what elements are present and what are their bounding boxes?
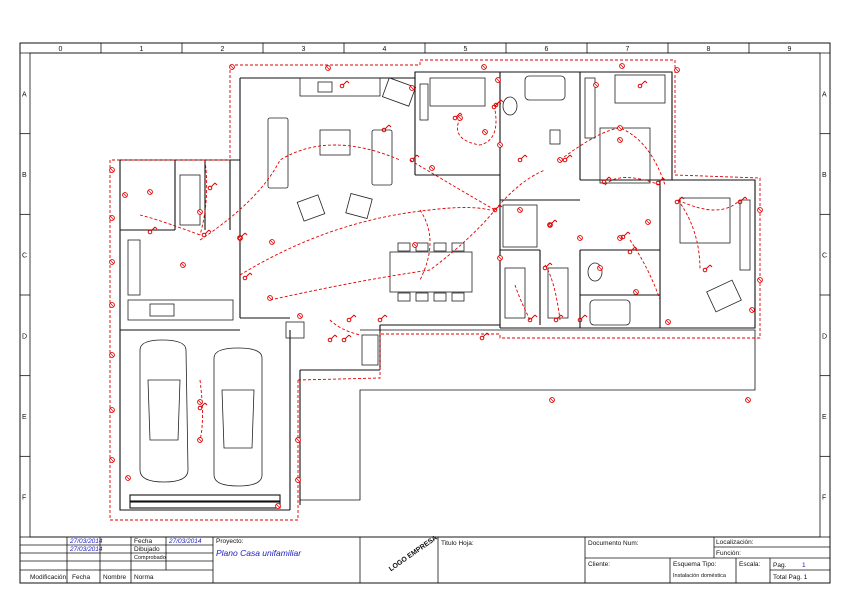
header-modificacion: Modificación	[30, 574, 67, 581]
documento-label: Documento Num:	[588, 540, 639, 547]
switch-icon	[620, 231, 631, 240]
proyecto-label: Proyecto:	[216, 538, 244, 545]
switch-icon	[627, 246, 638, 255]
switch-icon	[327, 334, 338, 343]
rev3-role: Comprobado	[134, 555, 166, 561]
electrical-switches	[147, 80, 748, 411]
header-fecha: Fecha	[72, 574, 90, 581]
furniture	[127, 74, 751, 487]
row-label: E	[22, 414, 27, 421]
switch-icon	[702, 264, 713, 273]
esquema-value: Instalación doméstica	[673, 573, 727, 579]
electrical-wiring	[109, 59, 761, 521]
switch-icon	[517, 154, 528, 163]
switch-icon	[527, 314, 538, 323]
switch-icon	[339, 80, 350, 89]
switch-icon	[562, 154, 573, 163]
switch-icon	[341, 334, 352, 343]
inner-frame	[29, 52, 821, 538]
row-label: A	[822, 91, 827, 98]
column-label: 1	[140, 46, 144, 53]
switch-icon	[674, 196, 685, 205]
switch-icon	[547, 219, 558, 228]
row-label: C	[22, 253, 27, 260]
floor-plan-walls	[119, 71, 756, 511]
titulo-label: Titulo Hoja:	[441, 540, 474, 547]
column-label: 0	[59, 46, 63, 53]
logo: LOGO EMPRESA	[388, 535, 439, 574]
electrical-outlets	[109, 63, 763, 509]
switch-icon	[493, 99, 504, 108]
switch-icon	[201, 229, 212, 238]
header-norma: Norma	[134, 574, 154, 581]
switch-icon	[479, 332, 490, 341]
row-label: D	[22, 333, 27, 340]
column-label: 8	[707, 46, 711, 53]
switch-icon	[147, 226, 158, 235]
switch-icon	[346, 314, 357, 323]
switch-icon	[197, 402, 208, 411]
total-label: Total Pag. 1	[773, 574, 808, 581]
switch-icon	[601, 176, 612, 185]
row-label: B	[22, 172, 27, 179]
switch-icon	[377, 314, 388, 323]
switch-icon	[242, 272, 253, 281]
column-label: 4	[383, 46, 387, 53]
switch-icon	[577, 314, 588, 323]
localizacion-label: Localización:	[716, 539, 754, 546]
title-block	[19, 536, 831, 584]
switch-icon	[207, 182, 218, 191]
column-label: 7	[626, 46, 630, 53]
column-label: 3	[302, 46, 306, 53]
proyecto-value: Plano Casa unifamiliar	[216, 548, 302, 558]
pag-label: Pag.	[773, 562, 787, 569]
switch-icon	[655, 177, 666, 186]
escala-label: Escala:	[739, 561, 761, 568]
esquema-label: Esquema Tipo:	[673, 561, 717, 568]
switch-icon	[492, 204, 503, 213]
column-label: 6	[545, 46, 549, 53]
cliente-label: Cliente:	[588, 561, 610, 568]
row-label: F	[822, 495, 826, 502]
column-ruler: 0 1 2 3 4 5 6 7 8 9	[20, 43, 830, 54]
switch-icon	[452, 112, 463, 121]
column-label: 9	[788, 46, 792, 53]
switch-icon	[237, 232, 248, 241]
rev1-role: Fecha	[134, 538, 152, 545]
rev1-date: 27/03/2014	[69, 538, 103, 545]
date-main: 27/03/2014	[168, 538, 202, 545]
pag-value: 1	[802, 562, 806, 569]
column-label: 2	[221, 46, 225, 53]
switch-icon	[409, 154, 420, 163]
row-ruler: A A B B C C D D E E F F	[20, 91, 830, 502]
switch-icon	[381, 124, 392, 133]
switch-icon	[553, 314, 564, 323]
row-label: B	[822, 172, 827, 179]
switch-icon	[542, 262, 553, 271]
column-label: 5	[464, 46, 468, 53]
row-label: D	[822, 333, 827, 340]
row-label: A	[22, 91, 27, 98]
switch-icon	[637, 80, 648, 89]
rev2-role: Dibujado	[134, 546, 160, 553]
row-label: C	[822, 253, 827, 260]
row-label: F	[22, 495, 26, 502]
funcion-label: Función:	[716, 550, 741, 557]
header-nombre: Nombre	[103, 574, 127, 581]
rev2-date: 27/03/2014	[69, 546, 103, 553]
switch-icon	[737, 196, 748, 205]
row-label: E	[822, 414, 827, 421]
